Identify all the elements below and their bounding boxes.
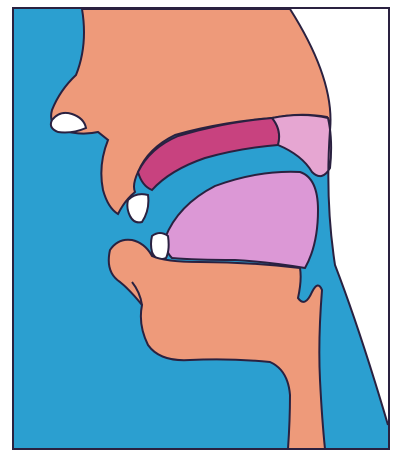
upper-tooth bbox=[127, 194, 148, 222]
lower-tooth bbox=[151, 233, 169, 259]
